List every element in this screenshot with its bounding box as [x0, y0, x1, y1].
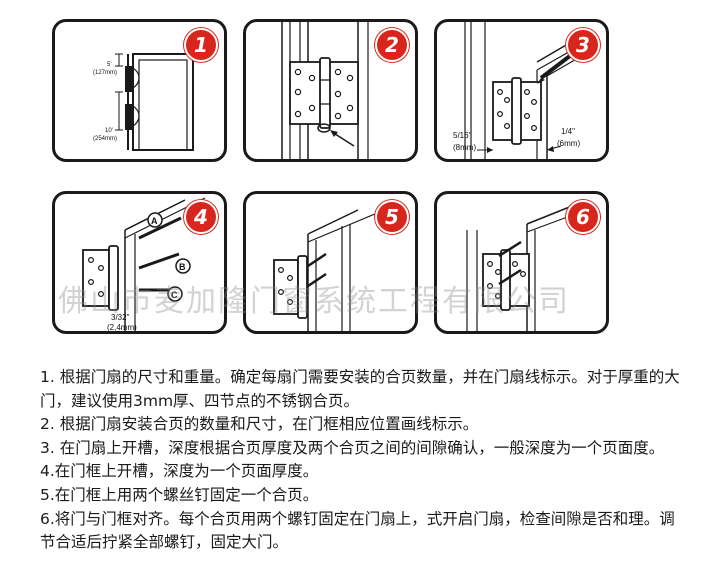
dim-right-mm: (6mm) [557, 139, 580, 148]
dim-top-inch: 5' [107, 62, 111, 68]
door-alignment-illustration [466, 199, 598, 331]
frame-groove-illustration: A B C 3/32" (2,4mm) [82, 197, 206, 331]
instruction-step-6: 6.将门与门框对齐。每个合页用两个螺钉固定在门扇上，式开启门扇，检查间隙是否和理… [40, 509, 675, 552]
instruction-step-1: 1. 根据门扇的尺寸和重量。确定每扇门需要安装的合页数量，并在门扇线标示。对于厚… [40, 368, 680, 410]
label-c: C [171, 290, 178, 300]
step-4-panel: A B C 3/32" (2,4mm) 4 [52, 191, 227, 334]
step-1-panel: 5' (127mm) 10' (254mm) 1 [52, 19, 227, 162]
step-number-badge: 4 [184, 200, 218, 234]
dim-right-inch: 1/4" [561, 127, 575, 136]
step-3-panel: 5/16" (8mm) 1/4" (6mm) 3 [434, 19, 609, 162]
hinge-fixing-illustration [273, 205, 395, 331]
dim-mid-inch: 10' [105, 128, 113, 134]
label-a: A [151, 216, 158, 226]
step-5-panel: 5 [243, 191, 418, 334]
instruction-step-3: 3. 在门扇上开槽，深度根据合页厚度及两个合页之间的间隙确认，一般深度为一个页面… [40, 438, 665, 457]
instruction-step-2: 2. 根据门扇安装合页的数量和尺寸，在门框相应位置画线标示。 [40, 415, 479, 434]
door-marking-illustration: 5' (127mm) 10' (254mm) [93, 53, 194, 151]
label-b: B [179, 262, 186, 272]
dim-top-mm: (127mm) [93, 70, 117, 76]
instruction-step-4: 4.在门框上开槽，深度为一个页面厚度。 [40, 462, 319, 481]
installation-instructions: 1. 根据门扇的尺寸和重量。确定每扇门需要安装的合页数量，并在门扇线标示。对于厚… [40, 366, 680, 555]
dim-gap-mm: (2,4mm) [107, 323, 137, 331]
dim-left-mm: (8mm) [453, 143, 476, 152]
step-number-badge: 5 [375, 200, 409, 234]
step-number-badge: 2 [375, 28, 409, 62]
dim-mid-mm: (254mm) [93, 136, 117, 142]
step-number-badge: 1 [184, 28, 218, 62]
step-2-panel: 2 [243, 19, 418, 162]
step-number-badge: 3 [566, 28, 600, 62]
dim-left-inch: 5/16" [453, 131, 472, 140]
dim-gap-inch: 3/32" [111, 313, 130, 322]
step-number-badge: 6 [566, 200, 600, 234]
instruction-step-5: 5.在门框上用两个螺丝钉固定一个合页。 [40, 485, 319, 504]
step-6-panel: 6 [434, 191, 609, 334]
company-watermark: 佛山市麦加隆门窗系统工程有限公司 [58, 284, 570, 319]
frame-marking-illustration [281, 22, 369, 159]
